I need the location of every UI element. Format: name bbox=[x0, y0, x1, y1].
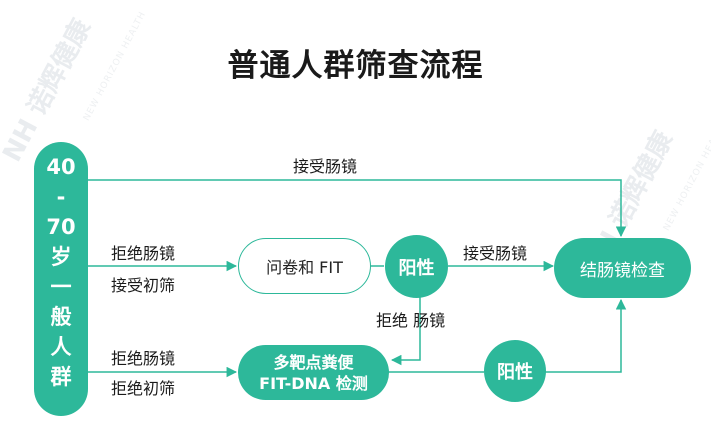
multi-target-label-1: 多靶点粪便 bbox=[273, 352, 354, 372]
label-accept-colonoscopy-top: 接受肠镜 bbox=[293, 157, 358, 176]
questionnaire-fit-node: 问卷和 FIT bbox=[238, 238, 371, 294]
label-refuse-colonoscopy-2: 拒绝肠镜 bbox=[111, 349, 176, 368]
label-refuse-initial-screen: 拒绝初筛 bbox=[111, 379, 176, 398]
page-title: 普通人群筛查流程 bbox=[227, 48, 484, 84]
age-char: 岁 bbox=[50, 245, 72, 269]
positive-node-2: 阳性 bbox=[484, 340, 546, 402]
age-group-text: 40 - 70 岁 一 般 人 群 bbox=[34, 152, 88, 392]
label-accept-initial-screen: 接受初筛 bbox=[111, 276, 176, 295]
age-char: 般 bbox=[50, 305, 72, 329]
arrow-refuse-to-multitarget bbox=[390, 296, 421, 366]
age-char: 70 bbox=[46, 215, 76, 239]
multi-target-node: 多靶点粪便 FIT-DNA 检测 bbox=[238, 345, 389, 400]
colonoscopy-label: 结肠镜检查 bbox=[580, 260, 665, 281]
age-char: - bbox=[56, 185, 66, 209]
questionnaire-fit-label: 问卷和 FIT bbox=[266, 258, 343, 277]
arrow-positive2-colonoscopy bbox=[544, 298, 627, 373]
age-char: 群 bbox=[50, 365, 72, 389]
label-refuse-colonoscopy-mid: 拒绝 肠镜 bbox=[376, 311, 446, 330]
positive-label-1: 阳性 bbox=[398, 257, 435, 279]
age-group-pill bbox=[34, 142, 88, 416]
label-accept-colonoscopy-mid: 接受肠镜 bbox=[463, 244, 528, 263]
positive-node-1: 阳性 bbox=[385, 235, 448, 298]
colonoscopy-node: 结肠镜检查 bbox=[554, 238, 691, 298]
label-refuse-colonoscopy-1: 拒绝肠镜 bbox=[111, 244, 176, 263]
multi-target-label-2: FIT-DNA 检测 bbox=[259, 373, 368, 393]
arrow-top-accept bbox=[88, 179, 627, 238]
age-char: 一 bbox=[50, 275, 72, 299]
positive-label-2: 阳性 bbox=[497, 362, 533, 383]
age-char: 人 bbox=[50, 335, 72, 359]
age-char: 40 bbox=[46, 155, 76, 179]
